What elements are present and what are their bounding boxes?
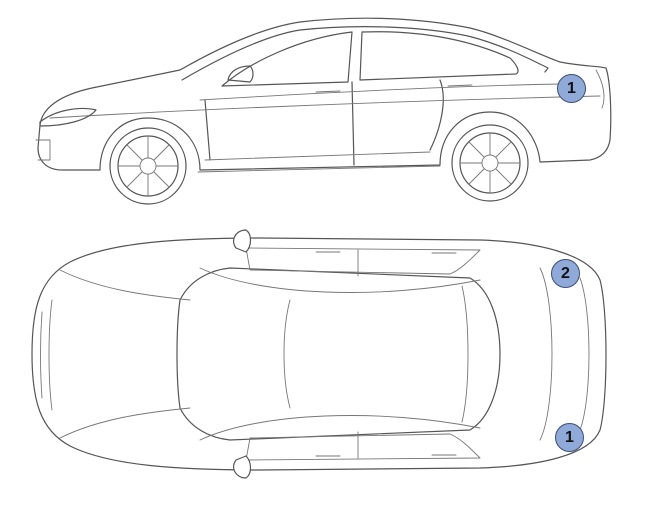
car-side-view — [35, 17, 612, 205]
callout-marker-rear-side: 1 — [557, 74, 586, 103]
callout-marker-rear-right: 1 — [555, 423, 584, 452]
callout-marker-rear-left: 2 — [551, 259, 580, 288]
